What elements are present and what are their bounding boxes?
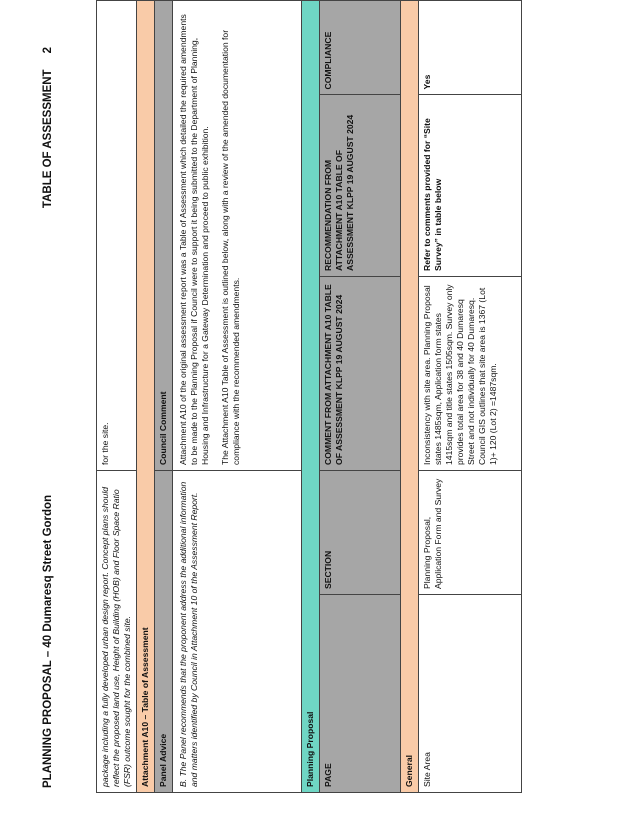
col-header-recommendation-compliance: RECOMMENDATION FROM ATTACHMENT A10 TABLE… (319, 0, 401, 277)
intro-right-cell: for the site. (96, 0, 137, 471)
page-number: 2 (42, 47, 54, 54)
col-header-recommendation: RECOMMENDATION FROM ATTACHMENT A10 TABLE… (320, 94, 400, 276)
general-heading-row: General (400, 0, 419, 793)
advice-header-row: Panel Advice Council Comment (154, 0, 173, 793)
panel-advice-text: B. The Panel recommends that the propone… (172, 470, 302, 793)
planning-proposal-heading: Planning Proposal (301, 0, 320, 793)
site-area-recommendation: Refer to comments provided for “Site Sur… (419, 94, 521, 276)
panel-advice-header: Panel Advice (154, 470, 173, 793)
document-title: PLANNING PROPOSAL – 40 Dumaresq Street G… (42, 494, 54, 788)
column-header-row: PAGE SECTION COMMENT FROM ATTACHMENT A10… (319, 0, 401, 793)
planning-proposal-heading-row: Planning Proposal (301, 0, 320, 793)
site-area-comment: Inconsistency with site area. Planning P… (418, 276, 522, 471)
site-area-section: Planning Proposal, Application Form and … (418, 470, 522, 595)
advice-row: B. The Panel recommends that the propone… (172, 0, 302, 793)
site-area-row: Site Area Planning Proposal, Application… (418, 0, 522, 793)
intro-row: package including a fully developed urba… (96, 0, 137, 793)
section-title: TABLE OF ASSESSMENT 2 (42, 47, 54, 208)
site-area-compliance: Yes (422, 74, 432, 90)
col-header-compliance: COMPLIANCE (320, 0, 400, 95)
section-title-text: TABLE OF ASSESSMENT (42, 69, 54, 209)
site-area-recommendation-compliance: Refer to comments provided for “Site Sur… (418, 0, 522, 277)
assessment-table: package including a fully developed urba… (96, 0, 522, 793)
council-comment-paragraph-1: Attachment A10 of the original assessmen… (178, 14, 210, 465)
council-comment-header: Council Comment (154, 0, 173, 471)
site-area-page: Site Area (418, 594, 522, 793)
col-header-page: PAGE (319, 594, 401, 793)
col-header-section: SECTION (319, 470, 401, 595)
general-heading: General (400, 0, 419, 793)
intro-left-cell: package including a fully developed urba… (96, 470, 137, 793)
col-header-comment: COMMENT FROM ATTACHMENT A10 TABLE OF ASS… (319, 276, 401, 471)
attachment-heading-row: Attachment A10 – Table of Assessment (136, 0, 155, 793)
council-comment-paragraph-2: The Attachment A10 Table of Assessment i… (220, 29, 241, 465)
attachment-heading: Attachment A10 – Table of Assessment (136, 0, 155, 793)
council-comment-cell: Attachment A10 of the original assessmen… (172, 0, 302, 471)
